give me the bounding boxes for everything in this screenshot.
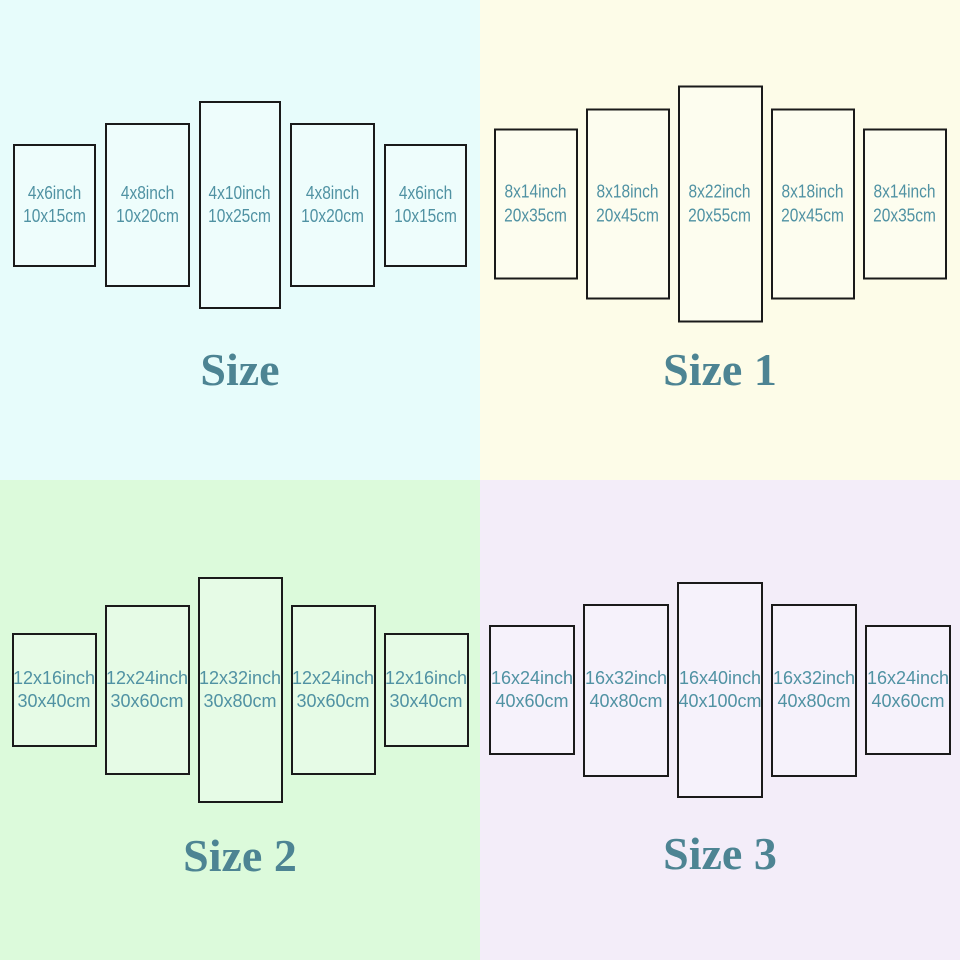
panel-dimensions: 8x22inch 20x55cm	[689, 181, 752, 227]
quadrant-title: Size	[200, 344, 280, 395]
panel-size-inch: 12x24inch	[291, 667, 375, 688]
canvas-panel: 16x24inch 40x60cm	[489, 625, 575, 755]
panel-dimensions: 16x32inch 40x80cm	[585, 667, 667, 713]
panel-size-cm: 40x80cm	[777, 691, 851, 711]
canvas-panel: 12x24inch 30x60cm	[290, 605, 376, 775]
panel-size-inch: 12x32inch	[198, 667, 282, 688]
canvas-panel: 12x24inch 30x60cm	[104, 605, 190, 775]
panel-row: 12x16inch 30x40cm 12x24inch 30x60cm 12x3…	[0, 577, 480, 803]
panel-size-cm: 30x40cm	[389, 691, 463, 711]
canvas-panel: 12x16inch 30x40cm	[383, 633, 469, 747]
panel-dimensions: 4x8inch 10x20cm	[116, 182, 179, 228]
panel-size-inch: 8x22inch	[688, 181, 751, 202]
panel-dimensions: 16x32inch 40x80cm	[773, 667, 855, 713]
canvas-panel: 16x32inch 40x80cm	[583, 603, 669, 777]
panel-size-cm: 30x60cm	[110, 691, 184, 711]
canvas-panel: 12x16inch 30x40cm	[11, 633, 97, 747]
canvas-panel: 8x14inch 20x35cm	[862, 128, 947, 280]
canvas-panel: 8x22inch 20x55cm	[677, 85, 763, 323]
panel-dimensions: 12x16inch 30x40cm	[385, 667, 467, 713]
panel-size-inch: 4x10inch	[208, 182, 271, 203]
panel-dimensions: 12x16inch 30x40cm	[13, 667, 95, 713]
panel-dimensions: 16x40inch 40x100cm	[678, 667, 761, 713]
panel-size-inch: 8x14inch	[504, 181, 567, 202]
panel-size-inch: 16x24inch	[866, 667, 950, 688]
panel-size-cm: 40x80cm	[589, 691, 663, 711]
panel-size-inch: 8x18inch	[781, 181, 844, 202]
panel-dimensions: 8x18inch 20x45cm	[781, 181, 844, 227]
canvas-panel: 4x6inch 10x15cm	[384, 143, 467, 267]
panel-size-inch: 12x16inch	[384, 667, 468, 688]
panel-size-cm: 30x40cm	[17, 691, 91, 711]
canvas-panel: 4x10inch 10x25cm	[199, 101, 281, 309]
panel-size-inch: 4x6inch	[398, 182, 453, 203]
panel-size-inch: 16x40inch	[678, 667, 762, 688]
panel-size-inch: 16x24inch	[490, 667, 574, 688]
panel-size-inch: 4x6inch	[27, 182, 82, 203]
panel-size-cm: 40x60cm	[495, 691, 569, 711]
canvas-panel: 16x40inch 40x100cm	[677, 582, 763, 798]
canvas-panel: 8x18inch 20x45cm	[770, 108, 855, 300]
panel-size-inch: 4x8inch	[120, 182, 175, 203]
quadrant-size-2: 12x16inch 30x40cm 12x24inch 30x60cm 12x3…	[0, 480, 480, 960]
quadrant-size-3: 16x24inch 40x60cm 16x32inch 40x80cm 16x4…	[480, 480, 960, 960]
panel-size-cm: 10x20cm	[301, 206, 364, 226]
panel-size-cm: 30x60cm	[296, 691, 370, 711]
quadrant-size-1: 8x14inch 20x35cm 8x18inch 20x45cm 8x22in…	[480, 0, 960, 480]
canvas-panel: 8x18inch 20x45cm	[585, 108, 670, 300]
panel-dimensions: 4x8inch 10x20cm	[301, 182, 364, 228]
panel-row: 4x6inch 10x15cm 4x8inch 10x20cm 4x10inch…	[0, 101, 480, 309]
quadrant-title: Size 3	[663, 828, 777, 879]
canvas-panel: 16x24inch 40x60cm	[865, 625, 951, 755]
panel-dimensions: 4x6inch 10x15cm	[23, 182, 86, 228]
panel-size-cm: 20x35cm	[873, 205, 936, 225]
panel-dimensions: 4x10inch 10x25cm	[209, 182, 272, 228]
panel-size-cm: 40x100cm	[678, 691, 762, 711]
panel-dimensions: 8x14inch 20x35cm	[873, 181, 936, 227]
canvas-panel: 4x8inch 10x20cm	[105, 123, 190, 287]
panel-size-inch: 12x16inch	[12, 667, 96, 688]
canvas-panel: 12x32inch 30x80cm	[197, 577, 283, 803]
panel-size-cm: 20x35cm	[504, 205, 567, 225]
panel-size-cm: 30x80cm	[203, 691, 277, 711]
panel-size-inch: 16x32inch	[772, 667, 856, 688]
panel-size-cm: 40x60cm	[871, 691, 945, 711]
panel-size-inch: 8x14inch	[873, 181, 936, 202]
panel-dimensions: 16x24inch 40x60cm	[867, 667, 949, 713]
canvas-panel: 8x14inch 20x35cm	[493, 128, 578, 280]
canvas-panel: 4x6inch 10x15cm	[13, 143, 96, 267]
panel-size-cm: 20x45cm	[596, 205, 659, 225]
panel-size-inch: 8x18inch	[596, 181, 659, 202]
panel-dimensions: 12x24inch 30x60cm	[106, 667, 188, 713]
panel-size-inch: 4x8inch	[305, 182, 360, 203]
panel-dimensions: 12x32inch 30x80cm	[199, 667, 281, 713]
panel-size-cm: 10x15cm	[394, 206, 457, 226]
panel-size-cm: 20x45cm	[781, 205, 844, 225]
panel-dimensions: 8x14inch 20x35cm	[504, 181, 567, 227]
panel-dimensions: 16x24inch 40x60cm	[491, 667, 573, 713]
panel-dimensions: 8x18inch 20x45cm	[596, 181, 659, 227]
quadrant-title: Size 1	[663, 344, 777, 395]
panel-size-inch: 12x24inch	[105, 667, 189, 688]
panel-dimensions: 4x6inch 10x15cm	[394, 182, 457, 228]
panel-size-cm: 10x25cm	[208, 206, 272, 226]
panel-row: 8x14inch 20x35cm 8x18inch 20x45cm 8x22in…	[480, 85, 960, 323]
panel-size-cm: 10x15cm	[23, 206, 86, 226]
panel-size-inch: 16x32inch	[584, 667, 668, 688]
quadrant-title: Size 2	[183, 830, 297, 881]
panel-row: 16x24inch 40x60cm 16x32inch 40x80cm 16x4…	[480, 582, 960, 798]
canvas-panel: 16x32inch 40x80cm	[771, 603, 857, 777]
quadrant-size: 4x6inch 10x15cm 4x8inch 10x20cm 4x10inch…	[0, 0, 480, 480]
panel-size-cm: 10x20cm	[116, 206, 179, 226]
panel-size-cm: 20x55cm	[688, 205, 752, 225]
canvas-panel: 4x8inch 10x20cm	[290, 123, 375, 287]
panel-dimensions: 12x24inch 30x60cm	[292, 667, 374, 713]
